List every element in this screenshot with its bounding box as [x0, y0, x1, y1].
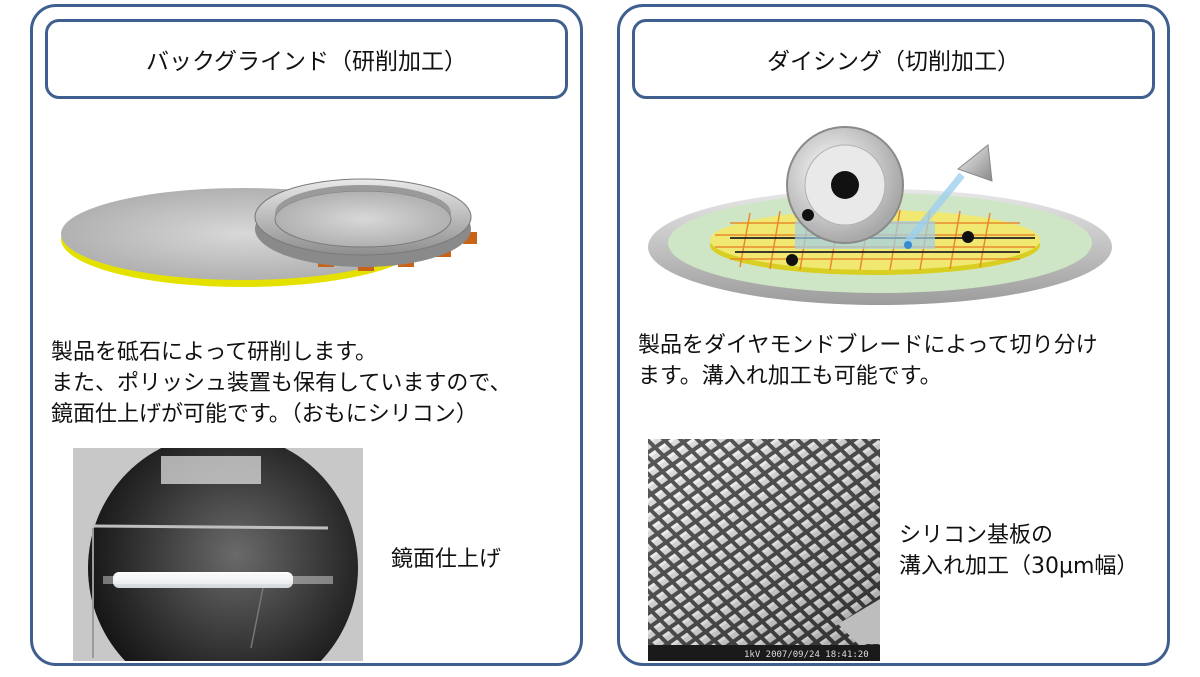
dicing-title: ダイシング（切削加工）: [632, 19, 1155, 99]
dicing-desc-line: 製品をダイヤモンドブレードによって切り分け: [638, 333, 1098, 358]
grooves-caption-line: 溝入れ加工（30µm幅）: [899, 554, 1139, 579]
dicing-title-text: ダイシング（切削加工）: [767, 49, 1020, 75]
dicing-description: 製品をダイヤモンドブレードによって切り分け ます。溝入れ加工も可能です。: [638, 330, 1098, 392]
backgrind-panel: バックグラインド（研削加工）: [30, 4, 583, 666]
sem-footer-text: 1kV 2007/09/24 18:41:20: [744, 650, 869, 660]
backgrind-title-text: バックグラインド（研削加工）: [145, 49, 468, 75]
backgrind-desc-line: また、ポリッシュ装置も保有していますので、: [51, 371, 512, 396]
grooves-caption-line: シリコン基板の: [899, 523, 1054, 548]
grinding-wheel-ring: [254, 178, 472, 267]
coolant-nozzle: [956, 144, 993, 182]
backgrind-title: バックグラインド（研削加工）: [45, 19, 568, 99]
backgrind-desc-line: 製品を砥石によって研削します。: [51, 340, 378, 365]
dicing-panel: ダイシング（切削加工）: [617, 4, 1170, 666]
blade-hub: [831, 171, 859, 199]
dicing-desc-line: ます。溝入れ加工も可能です。: [638, 364, 942, 389]
mirror-finish-photo: [73, 448, 363, 661]
backgrind-description: 製品を砥石によって研削します。 また、ポリッシュ装置も保有していますので、 鏡面…: [51, 337, 511, 430]
backgrind-desc-line: 鏡面仕上げが可能です。（おもにシリコン）: [51, 402, 478, 427]
sem-grooves-photo: 1kV 2007/09/24 18:41:20: [648, 439, 880, 661]
backgrind-illustration: [61, 178, 477, 287]
grooves-caption: シリコン基板の 溝入れ加工（30µm幅）: [899, 520, 1138, 582]
dicing-illustration: [648, 126, 1112, 305]
mirror-finish-caption: 鏡面仕上げ: [391, 547, 502, 572]
